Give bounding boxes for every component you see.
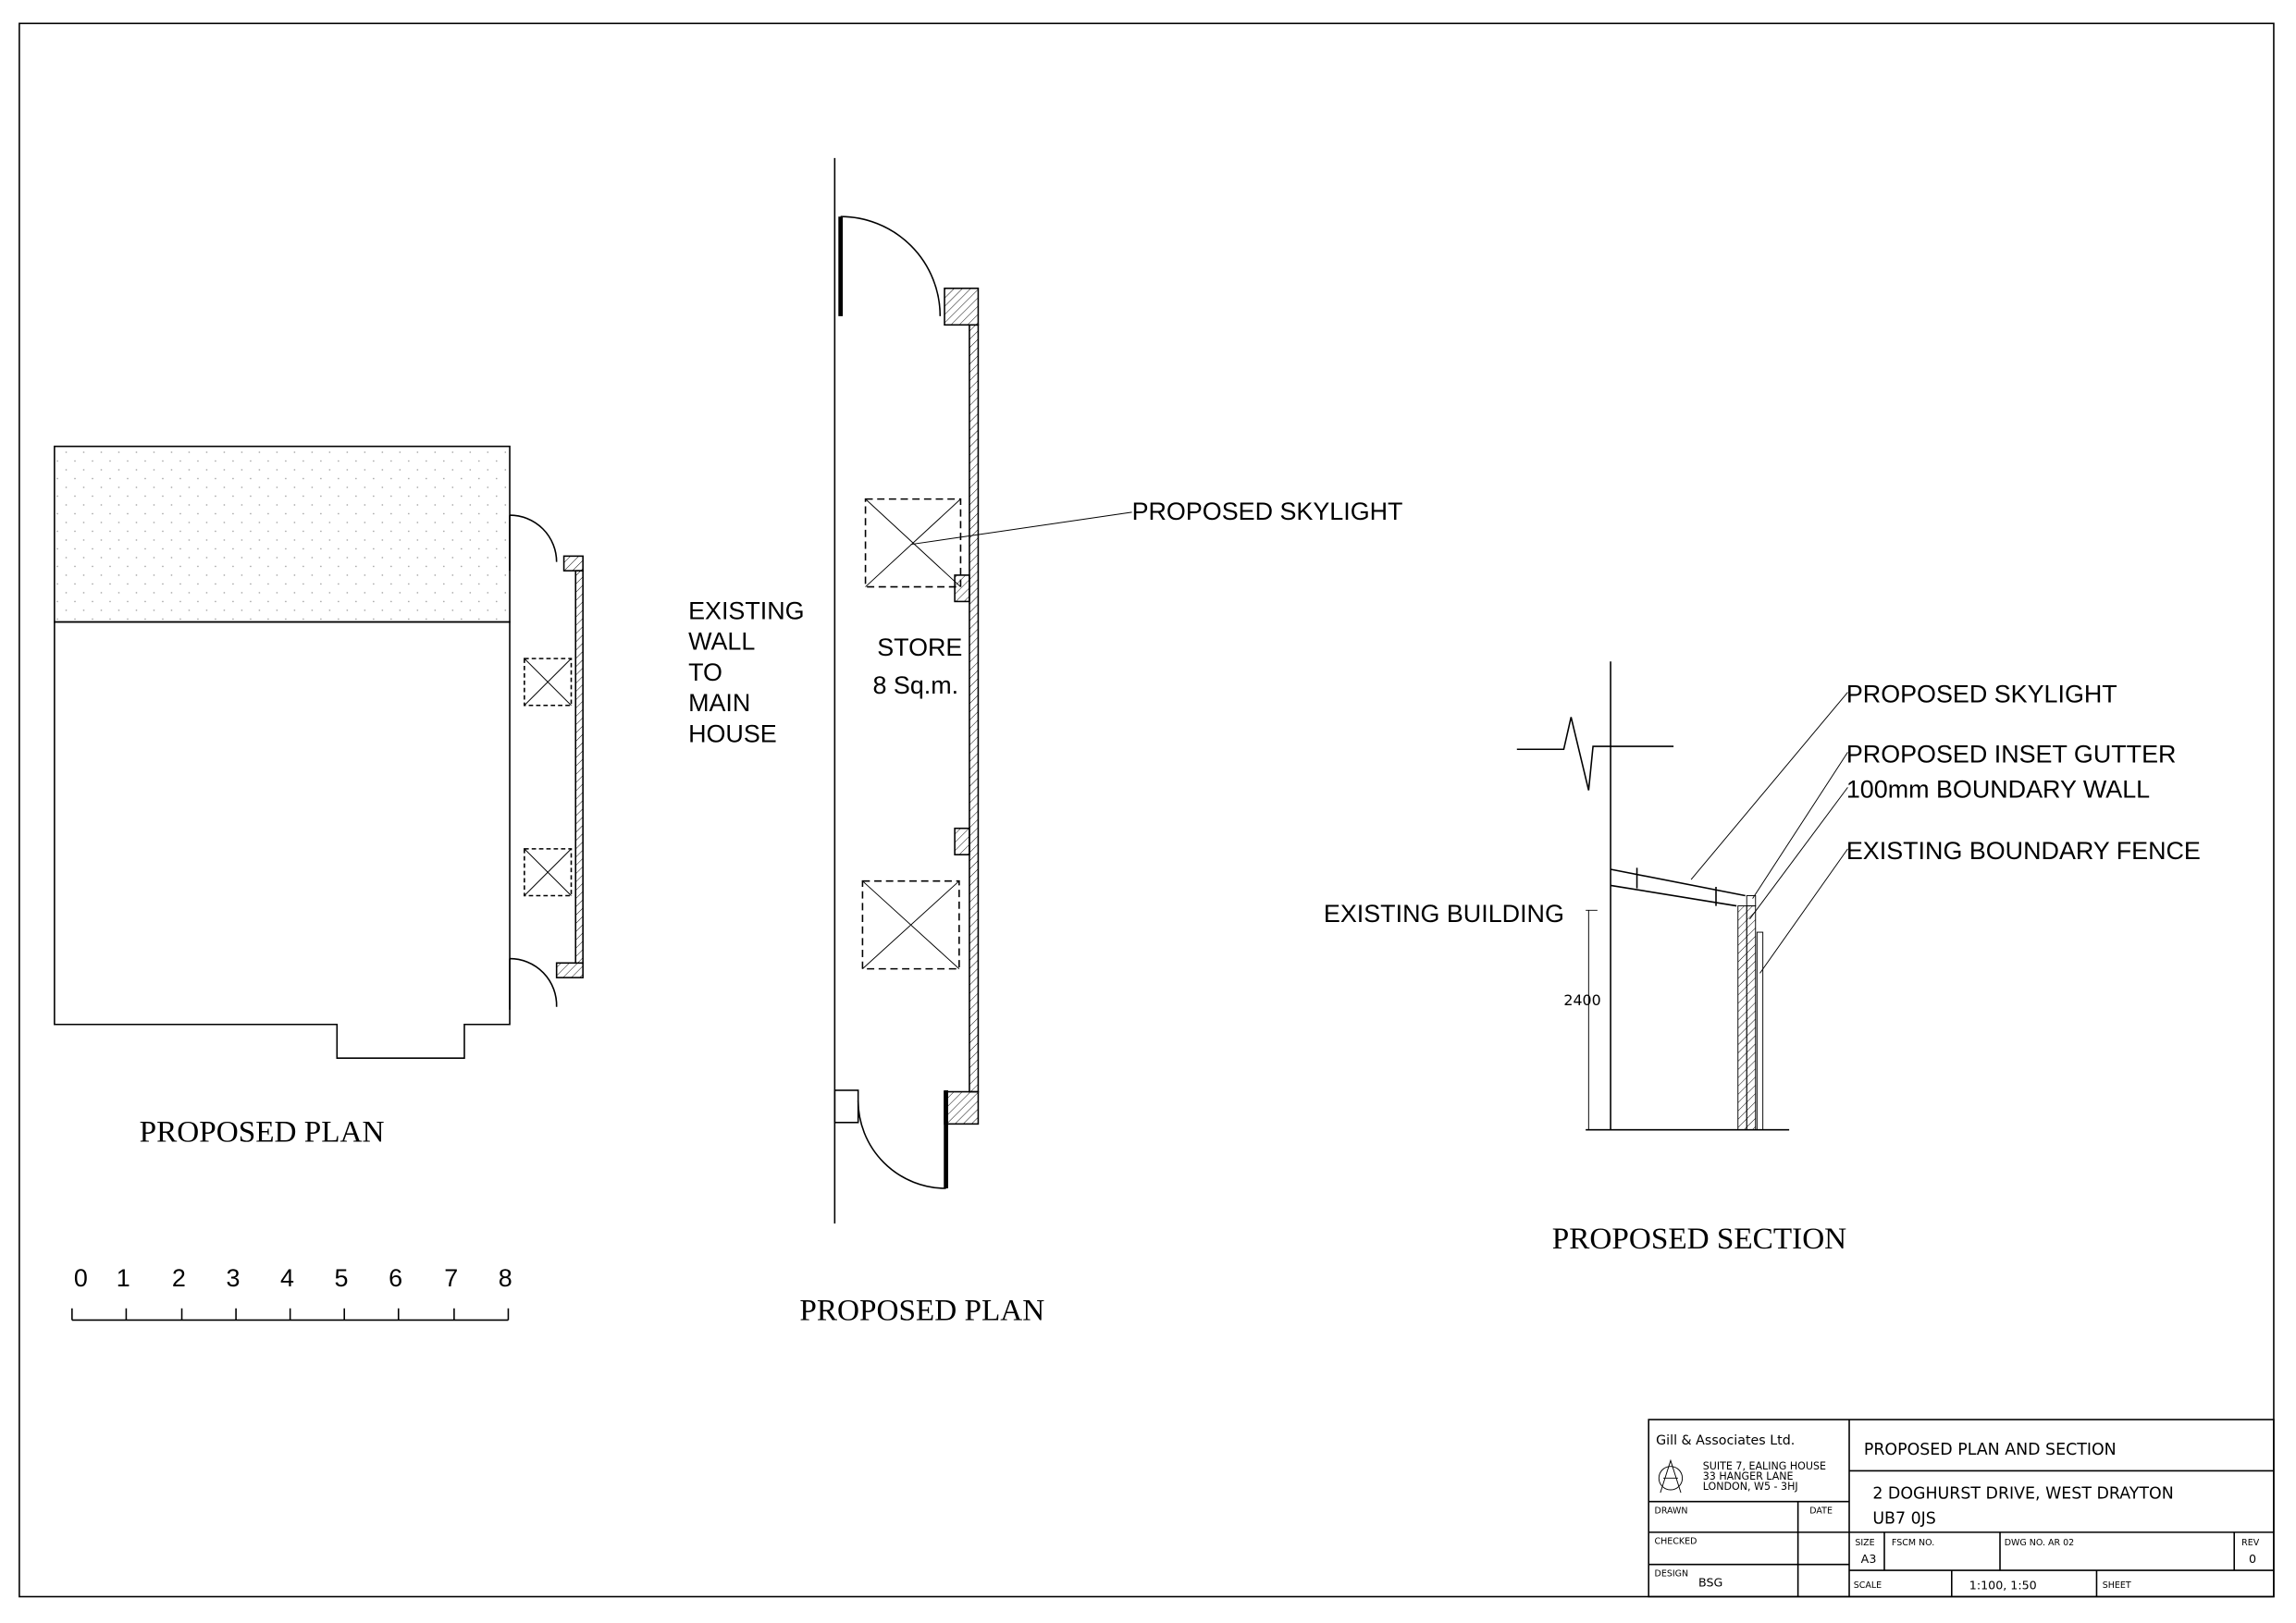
section-gutter-label: PROPOSED INSET GUTTER [1846, 740, 2177, 768]
skylight-icon [864, 498, 962, 588]
existing-wall-line-5: HOUSE [688, 719, 777, 747]
rev-value: 0 [2249, 1552, 2256, 1566]
drawing-title: PROPOSED PLAN AND SECTION [1864, 1441, 2117, 1459]
existing-wall-line-1: EXISTING [688, 596, 805, 624]
scale-tick-label: 1 [117, 1264, 130, 1292]
existing-wall-line-2: WALL [688, 628, 755, 656]
address-line-1: SUITE 7, EALING HOUSE [1703, 1460, 1826, 1472]
checked-label: CHECKED [1655, 1537, 1697, 1547]
title-block: Gill & Associates Ltd. SUITE 7, EALING H… [1648, 1419, 2275, 1598]
scale-tick-label: 4 [280, 1264, 294, 1292]
scale-tick-label: 8 [499, 1264, 512, 1292]
section-skylight-label: PROPOSED SKYLIGHT [1846, 681, 2117, 708]
scale-tick-label: 3 [226, 1264, 240, 1292]
skylight-icon [524, 848, 573, 897]
section-wall-label: 100mm BOUNDARY WALL [1846, 775, 2150, 803]
sheet-border [19, 22, 2275, 1598]
store-area: 8 Sq.m. [872, 671, 958, 699]
design-value: BSG [1698, 1575, 1722, 1589]
address-line-3: LONDON, W5 - 3HJ [1703, 1481, 1798, 1493]
size-value: A3 [1861, 1552, 1877, 1566]
sheet-label: SHEET [2103, 1580, 2131, 1591]
dimension-2400: 2400 [1563, 991, 1600, 1009]
size-label: SIZE [1855, 1538, 1874, 1548]
scale-tick-label: 7 [444, 1264, 458, 1292]
scale-tick-label: 6 [389, 1264, 402, 1292]
left-plan: PROPOSED PLAN [54, 445, 584, 1149]
scale-value: 1:100, 1:50 [1969, 1579, 2037, 1592]
scale-label: SCALE [1854, 1580, 1882, 1591]
scale-bar: 0 1 2 3 4 5 6 7 8 [71, 1264, 512, 1322]
scale-tick-label: 2 [172, 1264, 186, 1292]
store-label: STORE [877, 633, 962, 661]
skylight-icon [524, 658, 573, 707]
fscm-label: FSCM NO. [1892, 1538, 1934, 1548]
existing-wall-line-4: MAIN [688, 689, 750, 717]
skylight-label: PROPOSED SKYLIGHT [1132, 498, 1403, 525]
section-title: PROPOSED SECTION [1552, 1222, 1846, 1256]
company-logo [1658, 1458, 1684, 1494]
center-plan-title: PROPOSED PLAN [799, 1293, 1044, 1327]
dwg-label: DWG NO. AR 02 [2005, 1538, 2074, 1548]
company-name: Gill & Associates Ltd. [1656, 1433, 1795, 1448]
address-line-2: 33 HANGER LANE [1703, 1470, 1794, 1482]
section-fence-label: EXISTING BOUNDARY FENCE [1846, 837, 2201, 865]
rev-label: REV [2241, 1538, 2260, 1548]
design-label: DESIGN [1655, 1568, 1689, 1579]
date-label: DATE [1809, 1506, 1833, 1516]
site-address-1: 2 DOGHURST DRIVE, WEST DRAYTON [1872, 1484, 2173, 1503]
drawn-label: DRAWN [1655, 1506, 1688, 1516]
scale-tick-label: 5 [335, 1264, 349, 1292]
existing-building-label: EXISTING BUILDING [1324, 900, 1564, 928]
site-address-2: UB7 0JS [1872, 1509, 1935, 1528]
scale-tick-label: 0 [74, 1264, 88, 1292]
existing-wall-line-3: TO [688, 658, 722, 686]
section: 2400 PROPOSED SKYLIGHT PROPOSED INSET GU… [1324, 661, 2201, 1256]
skylight-icon [861, 879, 960, 970]
center-plan: PROPOSED SKYLIGHT EXISTING WALL TO MAIN … [688, 157, 1403, 1327]
left-plan-title: PROPOSED PLAN [140, 1114, 385, 1149]
